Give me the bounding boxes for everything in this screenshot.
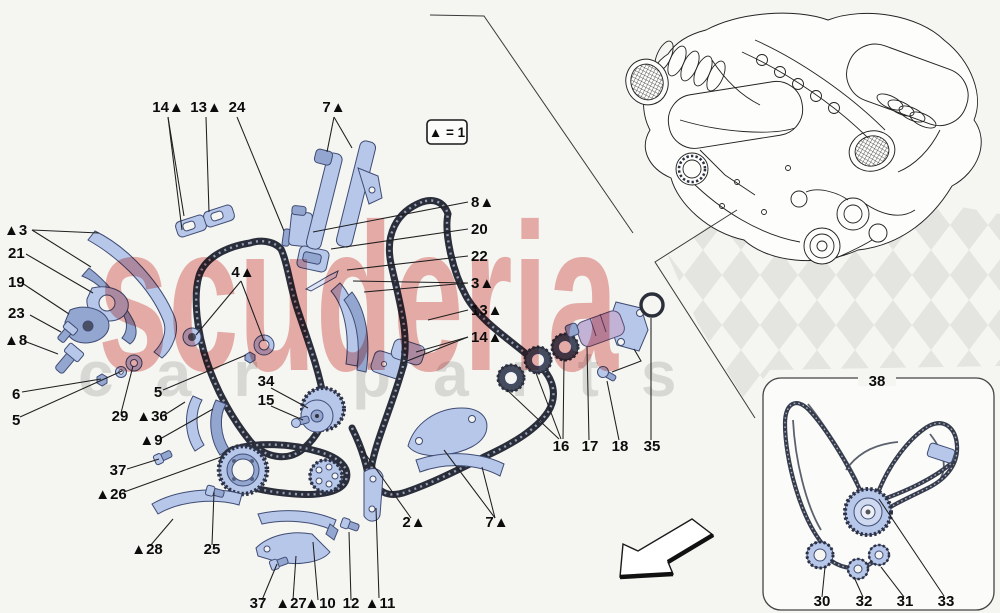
part-label-27[interactable]: ▲27 xyxy=(275,595,307,612)
cam-sprocket xyxy=(291,386,346,433)
part-label-11[interactable]: ▲11 xyxy=(365,595,396,612)
o-ring xyxy=(639,292,665,318)
part-label-15[interactable]: 15 xyxy=(258,392,275,409)
legend-text: ▲ = 1 xyxy=(429,125,466,140)
intake-ribs-right xyxy=(876,93,937,129)
part-label-34[interactable]: 34 xyxy=(258,373,275,390)
part-label-2[interactable]: 2▲ xyxy=(402,514,425,531)
part-label-5[interactable]: 5 xyxy=(12,412,20,429)
part-label-12[interactable]: 12 xyxy=(343,595,360,612)
part-label-5[interactable]: 5 xyxy=(154,384,162,401)
detail-inset-box xyxy=(762,372,995,611)
bearing-rings xyxy=(496,332,580,393)
main-exploded-view xyxy=(55,140,665,571)
part-label-21[interactable]: 21 xyxy=(8,245,25,262)
washers-and-nuts xyxy=(96,327,275,387)
part-label-3[interactable]: 3▲ xyxy=(471,275,494,292)
part-label-8[interactable]: 8▲ xyxy=(471,194,494,211)
hydraulic-chain-tensioner xyxy=(564,292,665,382)
brand-watermark-text: scuderia xyxy=(98,180,619,415)
part-label-28[interactable]: ▲28 xyxy=(131,541,163,558)
chain-clips xyxy=(175,204,235,238)
engine-overview-sketch xyxy=(625,12,982,265)
part-label-4[interactable]: 4▲ xyxy=(231,264,254,281)
part-label-31[interactable]: 31 xyxy=(897,593,914,610)
part-label-10[interactable]: ▲10 xyxy=(304,595,336,612)
chain-guide-rails-top xyxy=(305,140,383,250)
part-label-14[interactable]: 14▲ xyxy=(152,99,184,116)
part-label-37[interactable]: 37 xyxy=(250,595,267,612)
crank-chain-drive xyxy=(216,445,347,495)
part-label-7[interactable]: 7▲ xyxy=(322,99,345,116)
part-label-26[interactable]: ▲26 xyxy=(95,486,127,503)
part-label-14[interactable]: 14▲ xyxy=(471,329,503,346)
part-label-13[interactable]: 13▲ xyxy=(471,302,503,319)
tensioner-cylinder-part8 xyxy=(288,205,313,248)
part-label-3[interactable]: ▲3 xyxy=(4,222,27,239)
part-label-20[interactable]: 20 xyxy=(471,221,488,238)
part-label-13[interactable]: 13▲ xyxy=(190,99,222,116)
part-label-17[interactable]: 17 xyxy=(582,438,599,455)
leader-lines xyxy=(19,116,945,601)
part-label-30[interactable]: 30 xyxy=(814,593,831,610)
part-label-38[interactable]: 38 xyxy=(869,373,886,390)
center-curved-guides xyxy=(330,282,369,373)
part-label-22[interactable]: 22 xyxy=(471,248,488,265)
part-label-6[interactable]: 6 xyxy=(12,386,20,403)
part-label-16[interactable]: 16 xyxy=(553,438,570,455)
part-number-labels: 14▲ 13▲ 24 7▲ ▲3 21 19 23 ▲8 6 5 8▲ 20 22 3▲ 13▲ 14▲ 4▲ 5 2… xyxy=(4,99,954,612)
needle-pin-part22 xyxy=(304,270,339,292)
legend-box: ▲ = 1 xyxy=(426,119,468,145)
direction-arrow-icon xyxy=(619,518,715,580)
small-bolts xyxy=(152,450,360,571)
part-label-19[interactable]: 19 xyxy=(8,274,25,291)
part-label-32[interactable]: 32 xyxy=(856,593,873,610)
part-label-25[interactable]: 25 xyxy=(204,541,221,558)
alternator-pulley xyxy=(675,152,709,186)
camshaft-cover-parts xyxy=(55,286,129,374)
part-label-24[interactable]: 24 xyxy=(229,99,246,116)
part-label-36[interactable]: ▲36 xyxy=(136,408,168,425)
guide-rail-left-pair xyxy=(81,230,177,359)
part-label-35[interactable]: 35 xyxy=(644,438,661,455)
zoom-reference-lines xyxy=(429,14,756,419)
part-label-8[interactable]: ▲8 xyxy=(4,332,27,349)
part-label-18[interactable]: 18 xyxy=(612,438,629,455)
part-label-23[interactable]: 23 xyxy=(8,305,25,322)
part-label-33[interactable]: 33 xyxy=(938,593,955,610)
lower-guides-and-plates xyxy=(151,407,505,565)
part-label-37[interactable]: 37 xyxy=(110,462,127,479)
part-label-7[interactable]: 7▲ xyxy=(485,514,508,531)
part-label-9[interactable]: ▲9 xyxy=(139,432,162,449)
part-label-29[interactable]: 29 xyxy=(112,408,129,425)
